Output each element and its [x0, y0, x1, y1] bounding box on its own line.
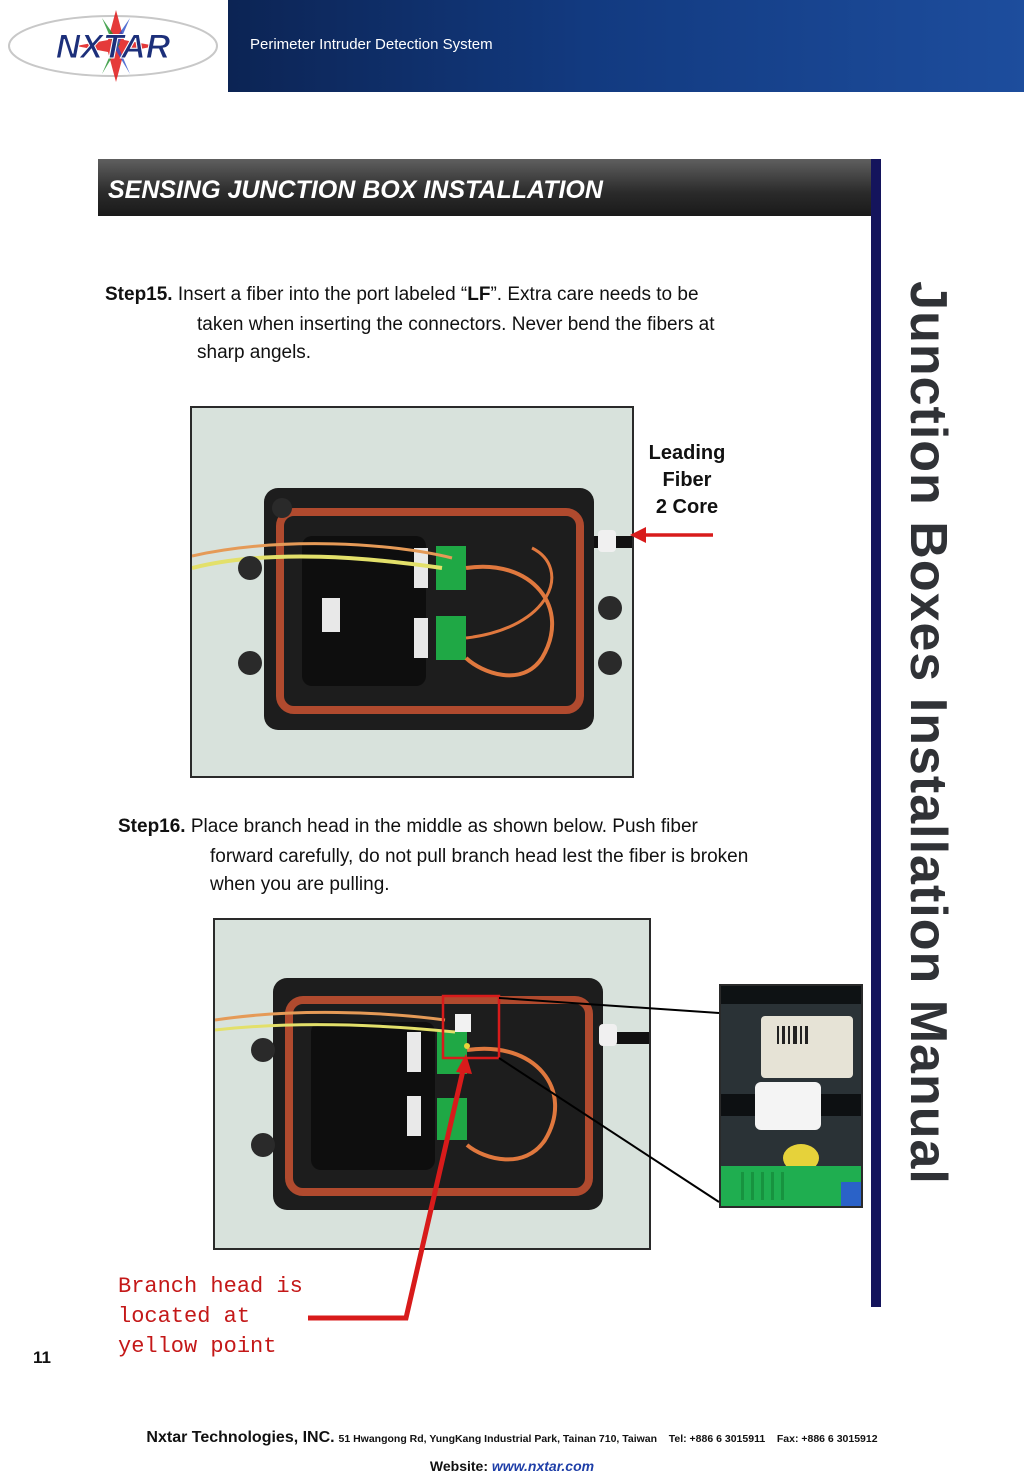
header-logo-area: NXTAR [0, 0, 228, 92]
page-number: 11 [33, 1348, 51, 1367]
port-label-lf: LF [467, 284, 491, 305]
step15-line2: taken when inserting the connectors. Nev… [197, 314, 715, 335]
footer-address: 51 Hwangong Rd, YungKang Industrial Park… [338, 1433, 658, 1445]
step15-line1-pre: Insert a fiber into the port labeled “ [177, 284, 468, 305]
step15-text: Step15. Insert a fiber into the port lab… [105, 280, 845, 309]
step15-line1-post: ”. Extra care needs to be [490, 284, 699, 305]
step16-label: Step16. [118, 816, 186, 837]
footer: Nxtar Technologies, INC. 51 Hwangong Rd,… [0, 1429, 1024, 1447]
step16-line2: forward carefully, do not pull branch he… [210, 846, 749, 867]
side-title: Junction Boxes Installation Manual [899, 281, 957, 1185]
step16-line1: Place branch head in the middle as shown… [190, 816, 698, 837]
callout-line3: 2 Core [655, 496, 719, 518]
leading-fiber-callout: Leading Fiber 2 Core [637, 440, 737, 521]
section-title-bar: SENSING JUNCTION BOX INSTALLATION [98, 159, 876, 216]
step15-line3: sharp angels. [197, 342, 312, 363]
step15-label: Step15. [105, 284, 173, 305]
junction-box-photo-2 [213, 918, 651, 1250]
section-title: SENSING JUNCTION BOX INSTALLATION [108, 176, 603, 204]
callout-line2: Fiber [662, 469, 712, 491]
header-band [228, 0, 1024, 92]
footer-website: Website: www.nxtar.com [0, 1458, 1024, 1474]
branch-head-note: Branch head is located at yellow point [118, 1274, 303, 1359]
junction-box-photo-1 [190, 406, 634, 778]
website-link[interactable]: www.nxtar.com [491, 1458, 595, 1474]
footer-fax: Fax: +886 6 3015912 [776, 1433, 878, 1445]
side-rule [871, 159, 881, 1307]
branch-head-zoom-inset [719, 984, 863, 1208]
header-subtitle: Perimeter Intruder Detection System [250, 36, 493, 53]
website-label: Website: [429, 1458, 488, 1474]
footer-tel: Tel: +886 6 3015911 [668, 1433, 766, 1445]
step16-line3: when you are pulling. [210, 874, 390, 895]
nxtar-logo: NXTAR [8, 10, 218, 82]
callout-line1: Leading [648, 442, 726, 464]
step16-text: Step16. Place branch head in the middle … [118, 812, 858, 841]
svg-text:NXTAR: NXTAR [56, 28, 171, 66]
footer-company: Nxtar Technologies, INC. [146, 1429, 335, 1446]
